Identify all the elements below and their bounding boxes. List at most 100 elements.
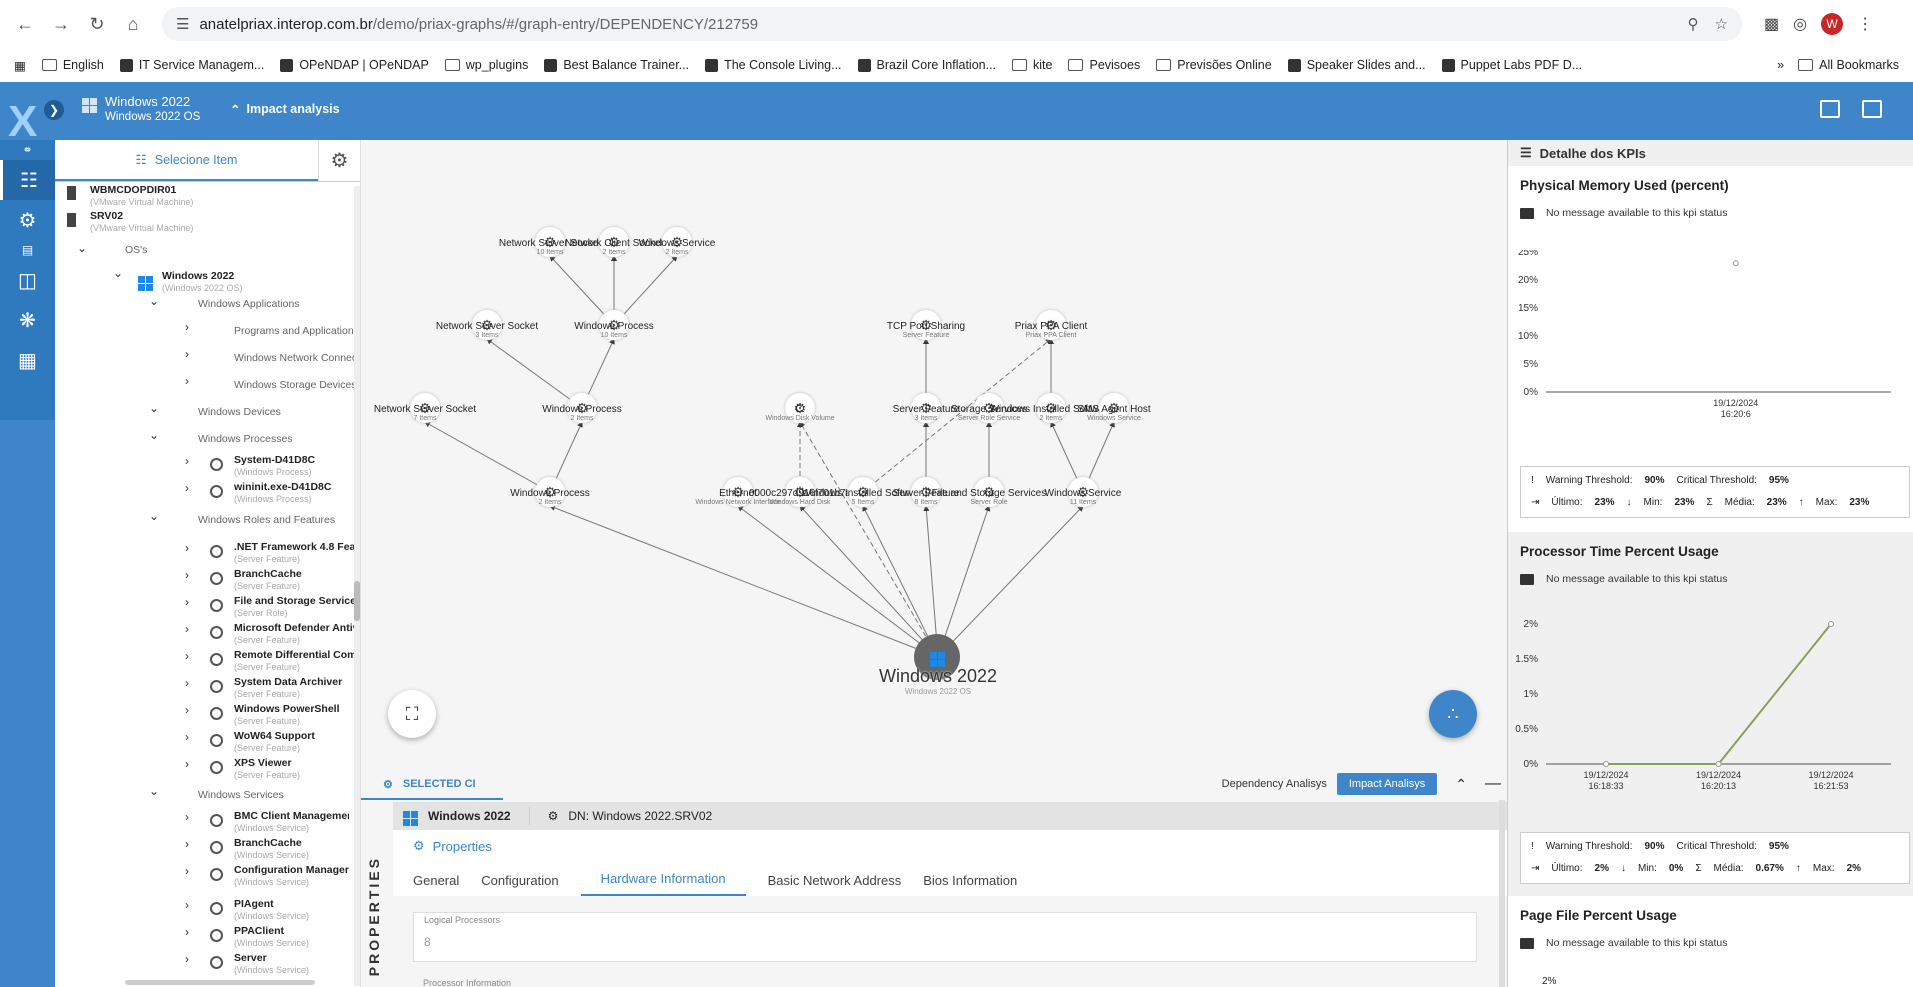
graph-node[interactable]: ⚙ xyxy=(535,227,565,257)
bookmark[interactable]: Previsões Online xyxy=(1156,58,1272,72)
chevron-right-icon[interactable]: › xyxy=(185,676,189,690)
zoom-icon[interactable]: ⚲ xyxy=(1687,16,1699,33)
graph-node[interactable]: ⚙ xyxy=(911,310,941,340)
tree-node[interactable]: Remote Differential Compression(Server F… xyxy=(234,649,355,672)
chevron-right-icon[interactable]: › xyxy=(185,757,189,771)
chevron-right-icon[interactable]: › xyxy=(185,374,189,388)
tree-node[interactable]: PPAClient(Windows Service) xyxy=(234,925,310,948)
graph-node[interactable]: ⚙ xyxy=(848,477,878,507)
all-bookmarks[interactable]: All Bookmarks xyxy=(1798,58,1899,72)
graph-node[interactable]: ⚙ xyxy=(599,227,629,257)
chevron-down-icon[interactable]: ⌄ xyxy=(149,784,160,798)
tree-node[interactable]: Microsoft Defender Antivirus(Server Feat… xyxy=(234,622,355,645)
tree-node[interactable]: Server(Windows Service) xyxy=(234,952,310,975)
tree-node[interactable]: XPS Viewer(Server Feature) xyxy=(234,757,301,780)
chevron-right-icon[interactable]: › xyxy=(185,730,189,744)
bookmark[interactable]: Speaker Slides and... xyxy=(1287,58,1426,72)
tree-node[interactable]: Windows Services xyxy=(198,789,284,801)
menu-icon[interactable]: ⋮ xyxy=(1857,16,1874,33)
graph-node[interactable]: ⚙ xyxy=(974,477,1004,507)
tree-node[interactable]: System Data Archiver(Server Feature) xyxy=(234,676,343,699)
profile-avatar[interactable]: W xyxy=(1821,13,1844,35)
tree-node[interactable]: BranchCache(Server Feature) xyxy=(234,568,302,591)
graph-link-icon[interactable]: ⚭ xyxy=(22,143,33,157)
bookmark[interactable]: OPeNDAP | OPeNDAP xyxy=(280,58,429,72)
chevron-right-icon[interactable]: › xyxy=(185,347,189,361)
graph-node[interactable]: ⚙ xyxy=(472,310,502,340)
network-icon[interactable]: ❋ xyxy=(19,309,36,332)
graph-node[interactable]: ⚙ xyxy=(1068,477,1098,507)
chevron-down-icon[interactable]: ⌄ xyxy=(149,401,160,415)
hierarchy-icon[interactable]: ☷ xyxy=(0,160,55,200)
graph-node[interactable]: ⚙ xyxy=(723,477,753,507)
tree-scrollbar[interactable] xyxy=(354,186,360,986)
tree-node[interactable]: Configuration Manager Remote Control(Win… xyxy=(234,864,349,887)
tree-node-selected[interactable]: Windows 2022(Windows 2022 OS) xyxy=(162,270,243,293)
tree-node[interactable]: Windows PowerShell(Server Feature) xyxy=(234,703,340,726)
tree-node[interactable]: Windows Storage Devices xyxy=(234,379,355,391)
selected-ci-tab[interactable]: ⚙SELECTED CI xyxy=(361,770,503,800)
chevron-right-icon[interactable]: › xyxy=(185,810,189,824)
graph-node[interactable]: ⚙ xyxy=(1036,393,1066,423)
graph-node[interactable]: ⚙ xyxy=(974,393,1004,423)
bookmark[interactable]: Best Balance Trainer... xyxy=(544,58,689,72)
graph-node[interactable]: ⚙ xyxy=(785,477,815,507)
site-info-icon[interactable]: ☰ xyxy=(176,16,190,33)
tree-node[interactable]: WoW64 Support(Server Feature) xyxy=(234,730,315,753)
bookmark[interactable]: The Console Living... xyxy=(705,58,842,72)
chevron-right-icon[interactable]: › xyxy=(185,649,189,663)
bookmark[interactable]: IT Service Managem... xyxy=(119,58,264,72)
chevron-right-icon[interactable]: › xyxy=(185,837,189,851)
graph-node[interactable]: ⚙ xyxy=(1036,310,1066,340)
impact-analysis-link[interactable]: ⌃Impact analysis xyxy=(230,102,340,117)
tree-node[interactable]: System-D41D8C(Windows Process) xyxy=(234,454,316,477)
graph-node[interactable]: ⚙ xyxy=(567,393,597,423)
properties-tab[interactable]: ⚙Properties xyxy=(393,830,1507,862)
tab-configuration[interactable]: Configuration xyxy=(481,873,559,888)
left-panel-toggle-icon[interactable] xyxy=(1820,100,1840,118)
chevron-right-icon[interactable]: › xyxy=(185,481,189,495)
impact-analysis-tab[interactable]: Impact Analisys xyxy=(1336,773,1438,795)
tab-basic-network-address[interactable]: Basic Network Address xyxy=(767,873,902,888)
chevron-right-icon[interactable]: › xyxy=(185,952,189,966)
graph-node[interactable]: ⚙ xyxy=(1099,393,1129,423)
data-point[interactable] xyxy=(1603,761,1609,767)
bookmark[interactable]: Pevisoes xyxy=(1068,58,1140,72)
chevron-right-icon[interactable]: › xyxy=(185,622,189,636)
back-icon[interactable]: ← xyxy=(16,13,34,34)
select-item-tab[interactable]: ☷Selecione Item xyxy=(55,140,318,181)
tree-settings-gear-icon[interactable]: ⚙ xyxy=(318,140,360,181)
fit-view-button[interactable]: ⛶ xyxy=(388,690,436,738)
expand-sidebar-button[interactable]: ❯ xyxy=(44,100,64,120)
tree-node[interactable]: BranchCache(Windows Service) xyxy=(234,837,310,860)
graph-node[interactable]: ⚙ xyxy=(662,227,692,257)
chevron-up-icon[interactable]: ⌃ xyxy=(1455,775,1467,792)
dependency-analysis-tab[interactable]: Dependency Analisys xyxy=(1221,778,1327,790)
tree-node[interactable]: BMC Client Management Agent(Windows Serv… xyxy=(234,810,349,833)
chevron-right-icon[interactable]: › xyxy=(185,703,189,717)
tree-node[interactable]: WBMCDOPDIR01(VMware Virtual Machine) xyxy=(90,186,194,207)
bookmark[interactable]: wp_plugins xyxy=(444,58,528,72)
properties-scrollbar[interactable] xyxy=(1499,800,1505,987)
chevron-right-icon[interactable]: › xyxy=(185,454,189,468)
tree-node[interactable]: OS's xyxy=(125,244,148,256)
chevron-right-icon[interactable]: › xyxy=(185,925,189,939)
extensions-icon[interactable]: ▩ xyxy=(1764,16,1780,33)
tree-node[interactable]: SRV02(VMware Virtual Machine) xyxy=(90,210,194,233)
tab-hardware-information[interactable]: Hardware Information xyxy=(580,871,746,896)
workflow-icon[interactable]: ◫ xyxy=(18,269,37,292)
tab-general[interactable]: General xyxy=(413,873,460,888)
graph-layout-button[interactable]: ∴ xyxy=(1429,690,1477,738)
chevron-down-icon[interactable]: ⌄ xyxy=(113,266,124,280)
right-panel-toggle-icon[interactable] xyxy=(1862,100,1882,118)
tree-node[interactable]: Windows Applications xyxy=(198,298,300,310)
address-bar[interactable]: ☰ anatelpriax.interop.com.br/demo/priax-… xyxy=(162,7,1742,41)
chevron-right-icon[interactable]: › xyxy=(185,320,189,334)
tree-horizontal-scrollbar[interactable] xyxy=(125,980,315,985)
chevron-down-icon[interactable]: ⌄ xyxy=(149,509,160,523)
apps-icon[interactable]: ▦ xyxy=(14,58,26,73)
more-bookmarks-button[interactable]: » xyxy=(1777,58,1785,72)
chevron-right-icon[interactable]: › xyxy=(185,568,189,582)
logical-processors-field[interactable]: Logical Processors 8 xyxy=(413,912,1477,962)
